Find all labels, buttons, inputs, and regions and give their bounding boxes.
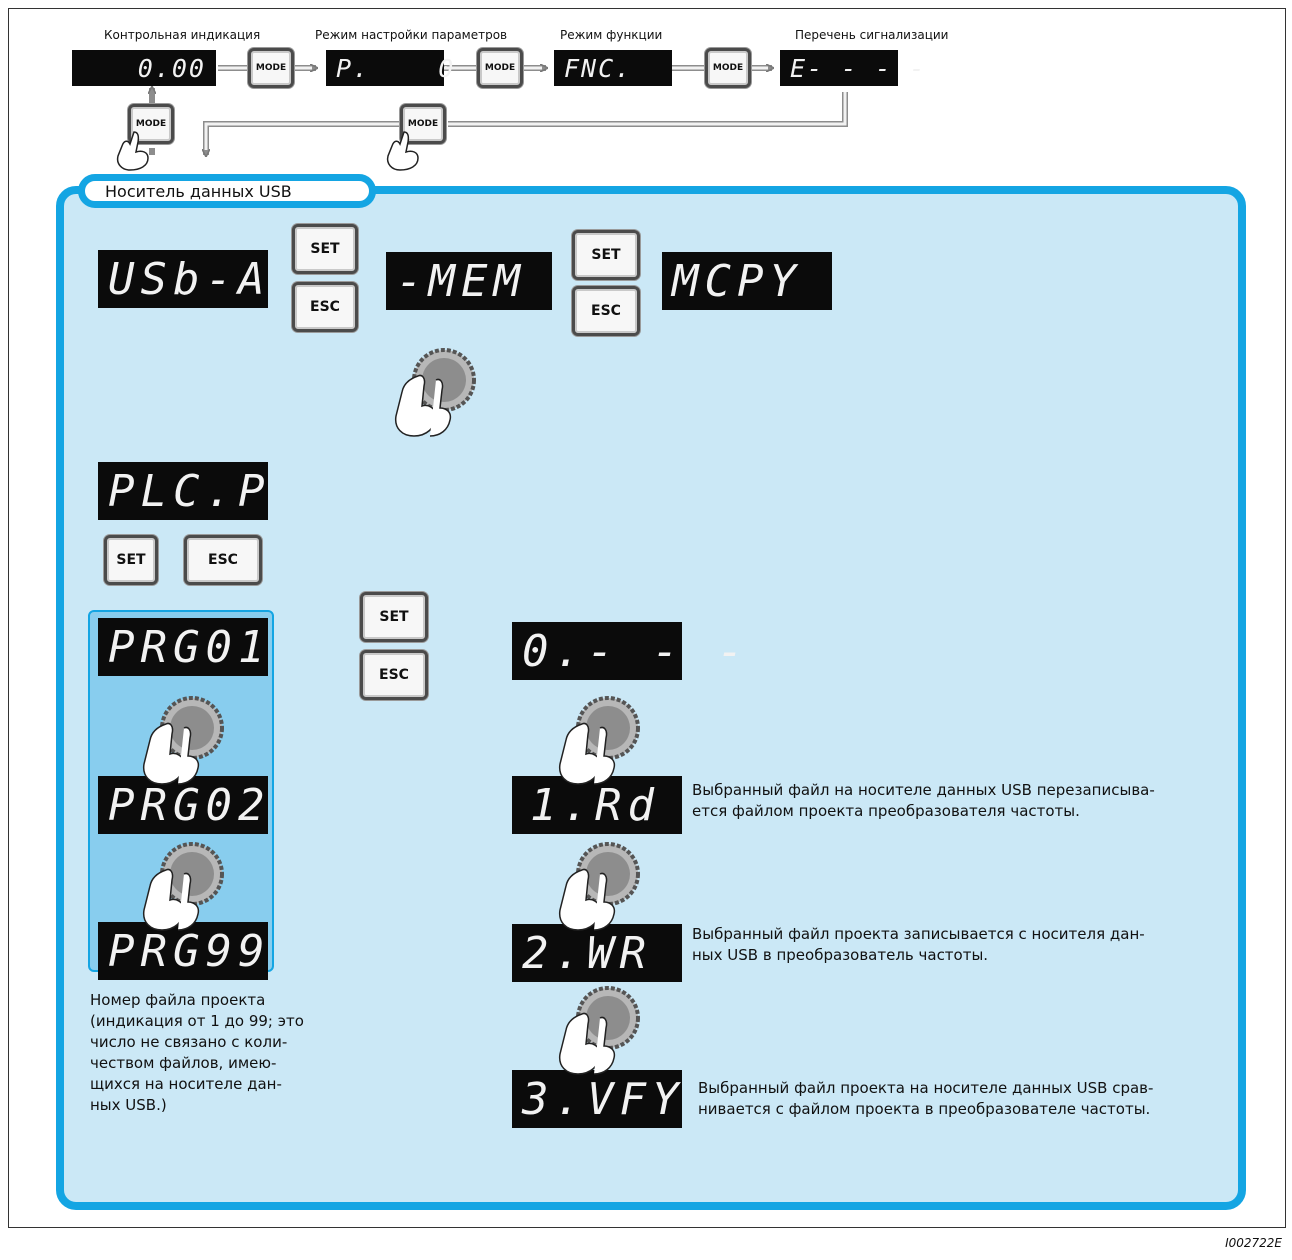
- description-write: Выбранный файл проекта записывается с но…: [692, 925, 1145, 964]
- display-alarms: E- - - -: [780, 50, 924, 86]
- description-verify: Выбранный файл проекта на носителе данны…: [698, 1079, 1154, 1118]
- display-rd: 1.Rd: [512, 776, 682, 834]
- display-prg02: PRG02: [98, 776, 268, 834]
- esc-key[interactable]: ESC: [184, 535, 262, 585]
- usb-panel-title: Носитель данных USB: [78, 174, 376, 208]
- display-params: P. 0: [326, 50, 453, 86]
- pressing-hand-icon: [386, 131, 419, 171]
- display-mcpy: MCPY: [662, 252, 832, 310]
- project-file-number-note: Номер файла проекта (индикация от 1 до 9…: [90, 991, 304, 1114]
- display-plcp: PLC.P: [98, 462, 268, 520]
- setting-dial-icon[interactable]: [556, 840, 642, 934]
- label-params: Режим настройки параметров: [315, 28, 508, 42]
- display-zero: 0.- - -: [512, 622, 743, 680]
- setting-dial-icon[interactable]: [140, 840, 226, 934]
- setting-dial-icon[interactable]: [556, 984, 642, 1078]
- setting-dial-icon[interactable]: [140, 694, 226, 788]
- display-wr: 2.WR: [512, 924, 682, 982]
- setting-dial-icon[interactable]: [556, 694, 642, 788]
- pressing-hand-icon: [116, 131, 149, 171]
- label-alarms: Перечень сигнализации: [795, 28, 949, 42]
- esc-key[interactable]: ESC: [572, 286, 640, 336]
- set-key[interactable]: SET: [104, 535, 158, 585]
- label-monitor: Контрольная индикация: [104, 28, 261, 42]
- display-prg99: PRG99: [98, 922, 268, 980]
- description-read: Выбранный файл на носителе данных USB пе…: [692, 781, 1155, 820]
- mode-key[interactable]: MODE: [248, 48, 294, 88]
- label-function: Режим функции: [560, 28, 663, 42]
- figure-frame: [8, 8, 1286, 1228]
- esc-key[interactable]: ESC: [292, 282, 358, 332]
- display-monitor: 0.00: [72, 50, 216, 86]
- display-vfy: 3.VFY: [512, 1070, 682, 1128]
- setting-dial-icon[interactable]: [392, 346, 478, 440]
- figure-id: I002722E: [1225, 1236, 1282, 1250]
- display-mem: -MEM: [386, 252, 552, 310]
- mode-key[interactable]: MODE: [705, 48, 751, 88]
- display-usb-a: USb-A: [98, 250, 268, 308]
- display-function: FNC.: [554, 50, 672, 86]
- esc-key[interactable]: ESC: [360, 650, 428, 700]
- set-key[interactable]: SET: [360, 592, 428, 642]
- display-prg01: PRG01: [98, 618, 268, 676]
- set-key[interactable]: SET: [292, 224, 358, 274]
- set-key[interactable]: SET: [572, 230, 640, 280]
- mode-key[interactable]: MODE: [477, 48, 523, 88]
